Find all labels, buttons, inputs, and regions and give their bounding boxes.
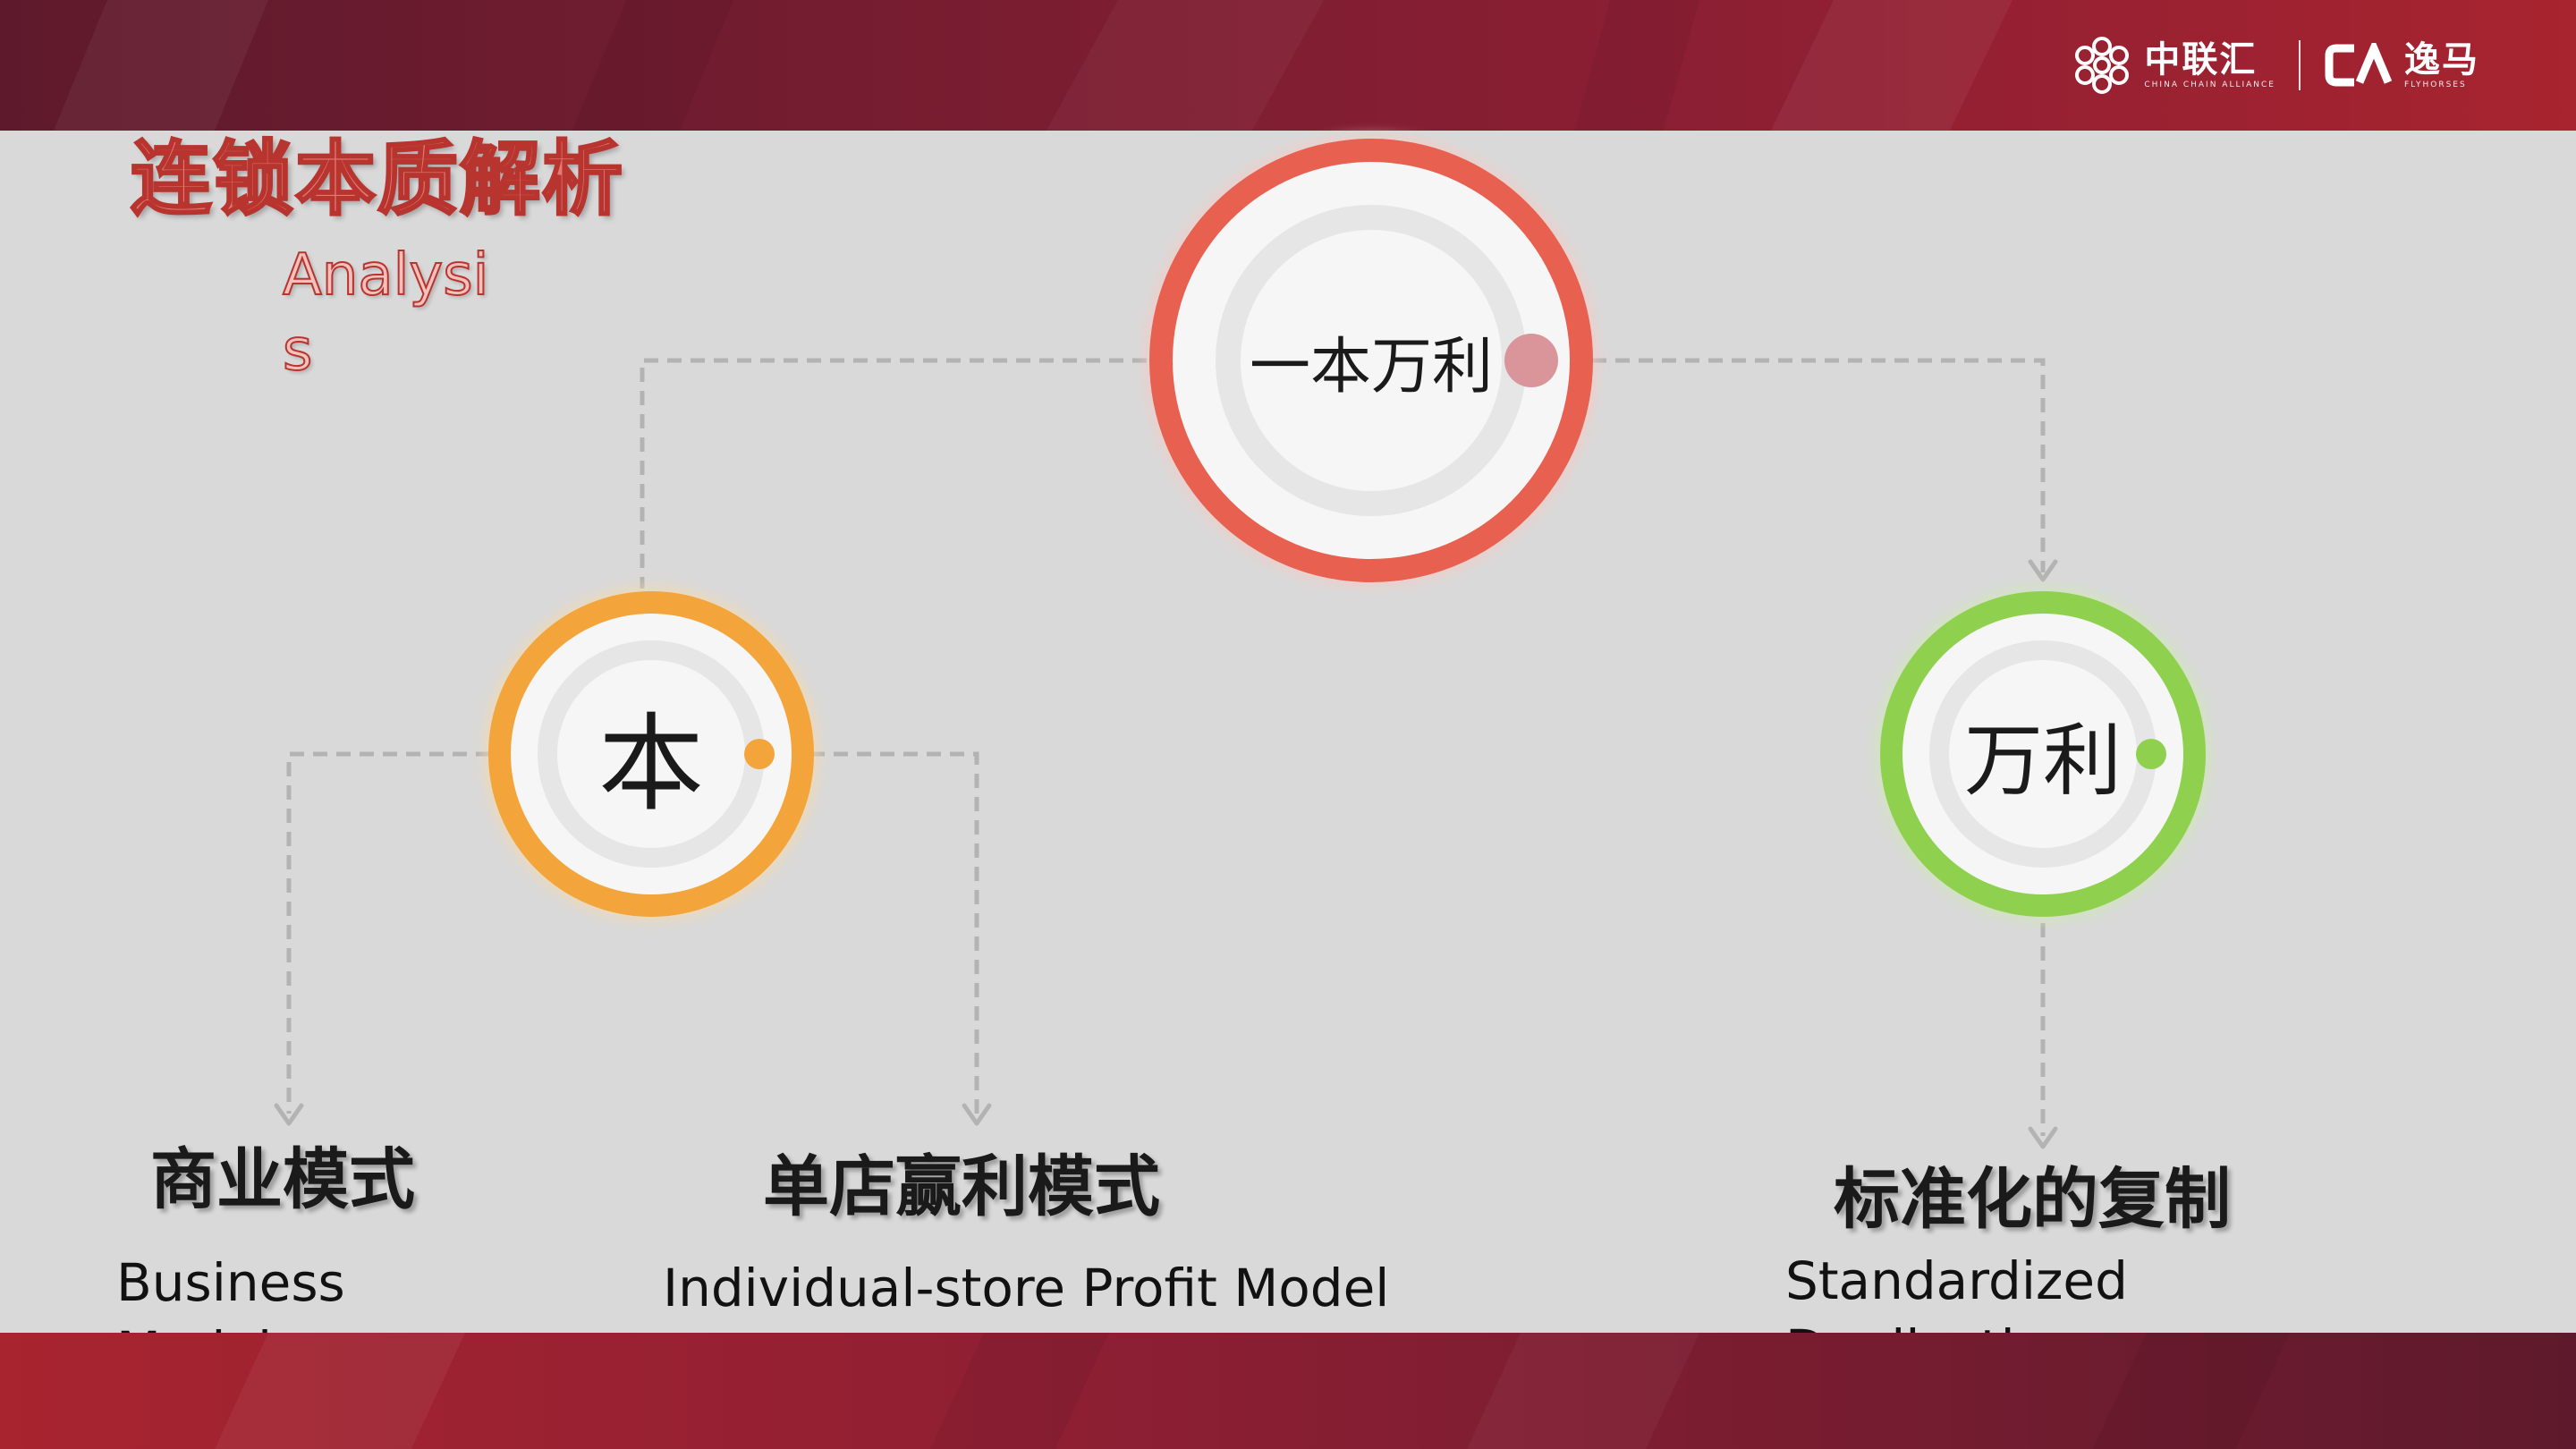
root-node-dot xyxy=(1504,334,1558,387)
connector-root-to-right xyxy=(1592,358,2046,572)
right-node-label: 万利 xyxy=(1963,714,2122,807)
footer-pattern xyxy=(215,1333,2290,1449)
business-model-title: 商业模式 xyxy=(150,1141,415,1218)
page-title: 连锁本质解析 xyxy=(130,132,624,226)
connector-left-to-business xyxy=(286,751,490,1114)
flyhorses-logo: 逸马 FLYHORSES xyxy=(2324,42,2479,89)
left-node-dot xyxy=(744,739,775,769)
duplication-title: 标准化的复制 xyxy=(1834,1161,2231,1238)
header-logos: 中联汇 CHINA CHAIN ALLIANCE 逸马 FLYHORSES xyxy=(2072,34,2479,97)
connector-arrowheads xyxy=(274,559,2058,1149)
header-band xyxy=(0,0,2576,131)
right-node xyxy=(1875,586,2211,922)
arrowhead-duplication xyxy=(2028,1126,2058,1149)
root-node-label: 一本万利 xyxy=(1249,331,1493,402)
logo-right-name: 逸马 xyxy=(2404,38,2479,80)
page-subtitle: Analysis xyxy=(282,242,489,385)
logo-divider xyxy=(2299,40,2301,90)
flower-logo-icon xyxy=(2075,37,2130,94)
left-node xyxy=(483,586,819,922)
store-profit-title: 单店赢利模式 xyxy=(763,1148,1160,1225)
store-profit-subtitle: Individual-store Profit Model xyxy=(663,1258,1390,1318)
connector-root-to-left xyxy=(640,358,1147,589)
connector-lines xyxy=(286,358,2046,1136)
logo-right-sub: FLYHORSES xyxy=(2404,80,2467,89)
right-node-dot xyxy=(2136,739,2166,769)
arrowhead-store xyxy=(962,1103,992,1126)
header-pattern xyxy=(54,0,2012,131)
connector-left-to-store xyxy=(810,751,979,1114)
root-node xyxy=(1144,133,1598,588)
arrowhead-right-node xyxy=(2028,559,2058,582)
left-node-label: 本 xyxy=(597,701,704,826)
china-chain-alliance-logo: 中联汇 CHINA CHAIN ALLIANCE xyxy=(2072,36,2275,95)
ca-logo-icon xyxy=(2325,43,2392,87)
logo-left-name: 中联汇 xyxy=(2144,38,2258,80)
footer-band xyxy=(0,1333,2576,1449)
logo-left-sub: CHINA CHAIN ALLIANCE xyxy=(2144,80,2275,89)
arrowhead-business xyxy=(274,1103,304,1126)
